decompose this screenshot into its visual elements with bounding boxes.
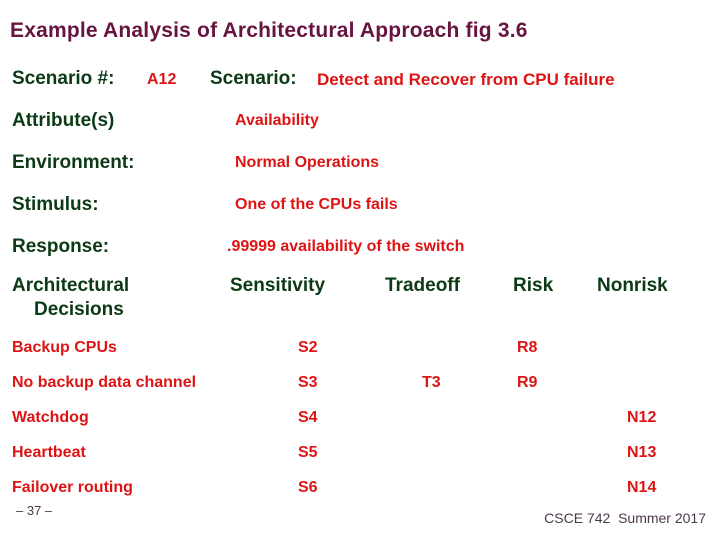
scenario-value: Detect and Recover from CPU failure: [317, 70, 615, 89]
table-header-tradeoff: Tradeoff: [385, 275, 460, 296]
sensitivity-cell: S3: [298, 374, 318, 391]
table-header-nonrisk: Nonrisk: [597, 275, 668, 296]
field-value-stimulus: One of the CPUs fails: [235, 196, 398, 213]
field-value-response: .99999 availability of the switch: [227, 238, 465, 255]
field-label-environment: Environment:: [12, 152, 135, 173]
scenario-number-value: A12: [147, 71, 177, 88]
field-value-attributes: Availability: [235, 112, 319, 129]
course-footer: CSCE 742 Summer 2017: [544, 510, 706, 526]
scenario-number-label: Scenario #:: [12, 68, 115, 89]
page-number: – 37 –: [16, 503, 53, 518]
decision-cell: No backup data channel: [12, 374, 197, 391]
sensitivity-cell: S6: [298, 479, 318, 496]
sensitivity-cell: S2: [298, 339, 318, 356]
tradeoff-cell: T3: [422, 374, 441, 391]
decision-cell: Backup CPUs: [12, 339, 117, 356]
nonrisk-cell: N14: [627, 479, 657, 496]
field-value-environment: Normal Operations: [235, 154, 380, 171]
decision-cell: Heartbeat: [12, 444, 86, 461]
slide-title: Example Analysis of Architectural Approa…: [10, 19, 528, 42]
sensitivity-cell: S4: [298, 409, 318, 426]
risk-cell: R9: [517, 374, 538, 391]
decision-cell: Failover routing: [12, 479, 133, 496]
scenario-label: Scenario:: [210, 68, 297, 89]
nonrisk-cell: N12: [627, 409, 657, 426]
field-label-attributes: Attribute(s): [12, 110, 115, 131]
sensitivity-cell: S5: [298, 444, 318, 461]
table-header-sensitivity: Sensitivity: [230, 275, 326, 296]
risk-cell: R8: [517, 339, 538, 356]
nonrisk-cell: N13: [627, 444, 657, 461]
field-label-stimulus: Stimulus:: [12, 194, 99, 215]
table-header-risk: Risk: [513, 275, 554, 296]
table-header-decisions-line2: Decisions: [34, 299, 124, 320]
decision-cell: Watchdog: [12, 409, 89, 426]
field-label-response: Response:: [12, 236, 110, 257]
table-header-decisions-line1: Architectural: [12, 275, 130, 296]
